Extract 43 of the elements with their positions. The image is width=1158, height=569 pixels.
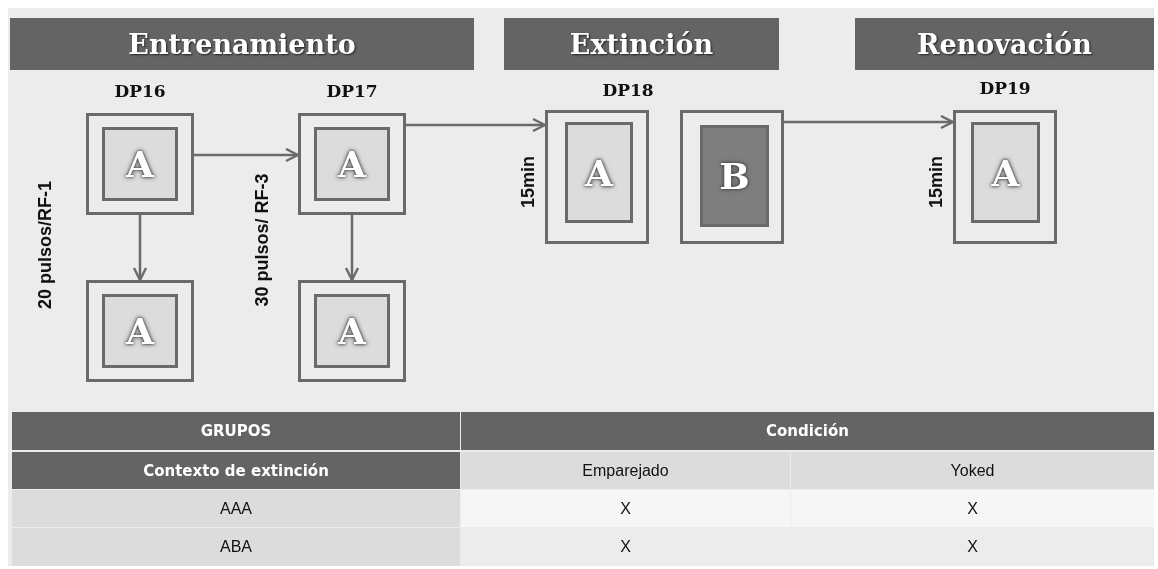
- arrow: [194, 147, 300, 163]
- context-box: [545, 110, 649, 244]
- context-letter: A: [585, 154, 613, 191]
- context-letter: A: [338, 146, 366, 182]
- session-label: DP17: [326, 81, 378, 101]
- duration-label: 15min: [925, 156, 947, 208]
- table-cell: AAA: [12, 490, 460, 527]
- table-header-cell: Condición: [461, 412, 1154, 450]
- table-cell: Emparejado: [461, 452, 790, 489]
- table-cell: Yoked: [791, 452, 1154, 489]
- trial-label: 30 pulsos/ RF-3: [251, 173, 273, 307]
- table-cell: X: [461, 490, 790, 527]
- context-box: [314, 294, 390, 368]
- context-box: [314, 127, 390, 201]
- context-box: [971, 122, 1040, 223]
- session-label: DP19: [979, 78, 1031, 98]
- context-box: [86, 280, 194, 382]
- context-box: [102, 294, 178, 368]
- arrow: [406, 117, 547, 133]
- arrow: [344, 215, 360, 282]
- session-label: DP18: [602, 80, 654, 100]
- phase-header: Extinción: [504, 18, 779, 70]
- phase-header: Renovación: [855, 18, 1154, 70]
- arrow: [784, 114, 955, 130]
- session-label: DP16: [114, 81, 166, 101]
- context-letter: A: [338, 313, 366, 349]
- context-letter: A: [126, 313, 154, 349]
- table-header-cell: Contexto de extinción: [12, 452, 460, 489]
- arrow: [132, 215, 148, 282]
- table-header-cell: GRUPOS: [12, 412, 460, 450]
- context-box: [298, 280, 406, 382]
- context-box: [680, 110, 784, 244]
- context-box: [700, 125, 769, 227]
- table-cell: ABA: [12, 528, 460, 566]
- context-letter: A: [991, 154, 1020, 191]
- duration-label: 15min: [517, 156, 539, 208]
- context-box: [565, 122, 633, 223]
- trial-label: 20 pulsos/RF-1: [34, 181, 56, 309]
- context-box: [102, 127, 178, 201]
- context-letter: B: [719, 158, 750, 194]
- table-cell: X: [791, 490, 1154, 527]
- context-letter: A: [126, 146, 154, 182]
- phase-header: Entrenamiento: [10, 18, 474, 70]
